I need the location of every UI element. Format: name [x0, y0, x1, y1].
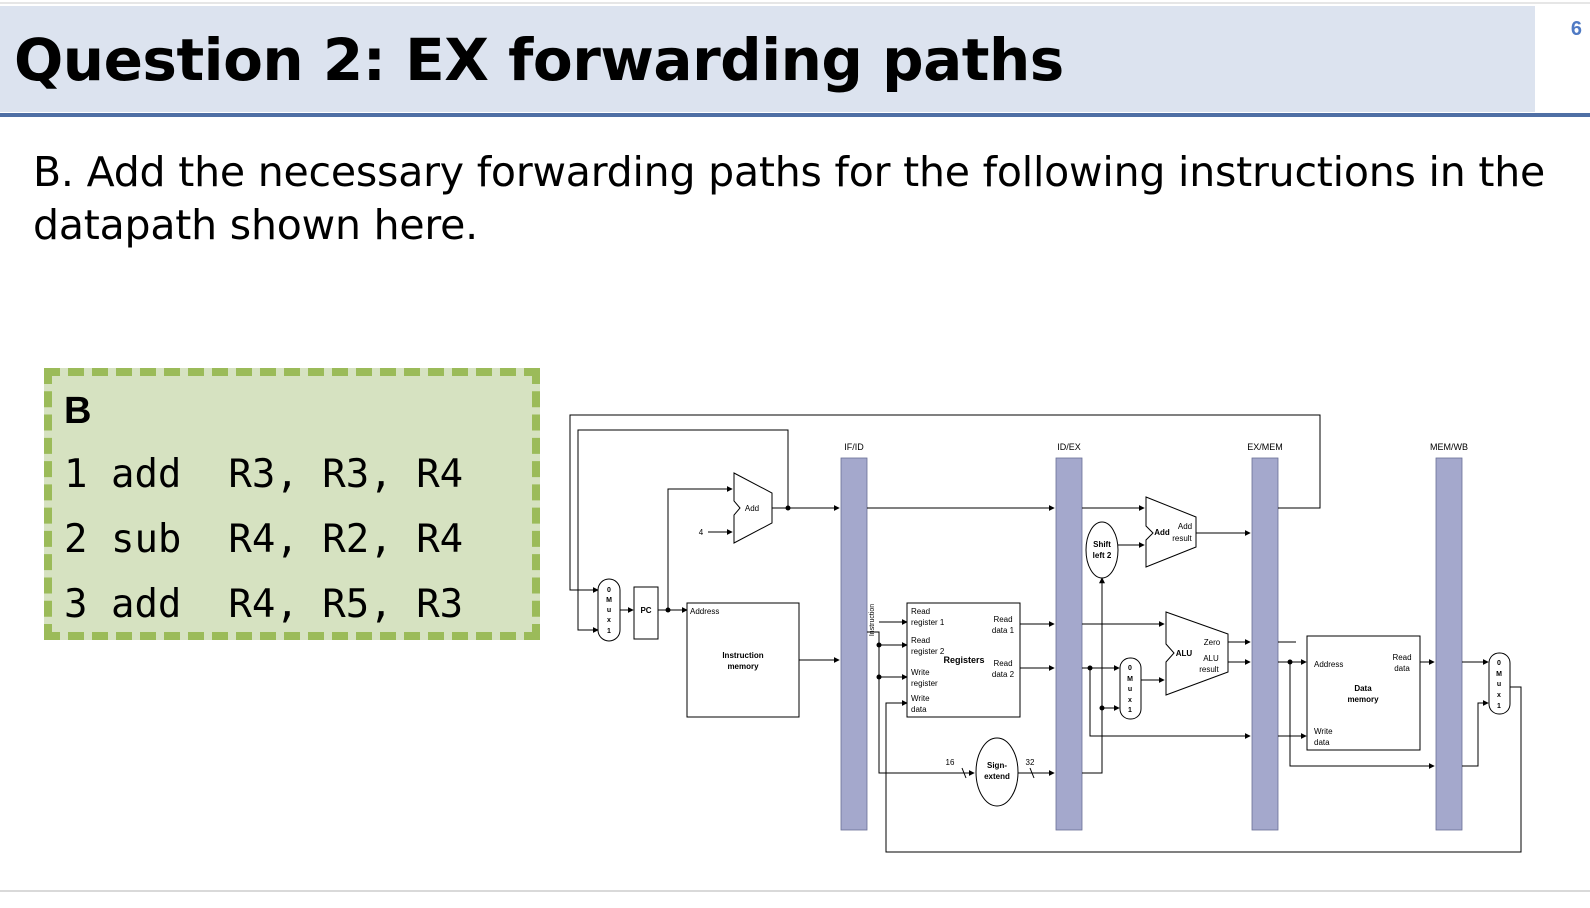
svg-text:M: M: [1127, 676, 1133, 683]
svg-text:Read: Read: [911, 636, 930, 645]
svg-text:Write: Write: [911, 668, 930, 677]
pipeline-datapath-diagram: IF/ID ID/EX EX/MEM MEM/WB: [569, 414, 1522, 853]
svg-text:result: result: [1199, 665, 1219, 674]
svg-text:memory: memory: [727, 662, 759, 671]
alu: [1165, 611, 1229, 696]
ex-mem-label: EX/MEM: [1247, 442, 1283, 452]
svg-text:0: 0: [607, 587, 611, 594]
code-header: B: [64, 390, 92, 432]
svg-text:data: data: [911, 705, 927, 714]
svg-text:ALU: ALU: [1176, 649, 1193, 658]
svg-text:u: u: [607, 607, 611, 614]
instruction-label: Instruction: [869, 604, 876, 636]
svg-text:memory: memory: [1347, 695, 1379, 704]
title-underline: [0, 113, 1590, 117]
alu-mux: [1119, 657, 1142, 720]
svg-text:Sign-: Sign-: [987, 761, 1007, 770]
mem-wb-register: [1435, 457, 1463, 831]
if-id-label: IF/ID: [844, 442, 864, 452]
svg-text:u: u: [1128, 686, 1132, 693]
pc-adder-label: Add: [745, 504, 759, 513]
branch-adder: [1145, 496, 1197, 568]
registers-title: Registers: [943, 655, 984, 665]
svg-text:register: register: [911, 679, 938, 688]
code-line-3: 3 add R4, R5, R3: [64, 582, 464, 627]
mem-wb-label: MEM/WB: [1430, 442, 1468, 452]
question-text: B. Add the necessary forwarding paths fo…: [33, 148, 1546, 249]
svg-text:1: 1: [1497, 703, 1501, 710]
ex-mem-register: [1251, 457, 1279, 831]
svg-text:Read: Read: [993, 659, 1012, 668]
svg-text:1: 1: [607, 628, 611, 635]
instruction-box: B 1 add R3, R3, R4 2 sub R4, R2, R4 3 ad…: [44, 368, 540, 640]
svg-text:Read: Read: [1392, 653, 1411, 662]
code-line-1: 1 add R3, R3, R4: [64, 452, 464, 497]
id-ex-label: ID/EX: [1057, 442, 1081, 452]
sign-extend-unit: [975, 737, 1019, 807]
top-rule: [0, 2, 1590, 4]
svg-text:Address: Address: [690, 607, 719, 616]
pc-mux: [597, 578, 621, 642]
svg-text:u: u: [1497, 681, 1501, 688]
svg-text:ALU: ALU: [1203, 654, 1219, 663]
svg-text:Address: Address: [1314, 660, 1343, 669]
svg-text:Write: Write: [911, 694, 930, 703]
slide-title: Question 2: EX forwarding paths: [14, 26, 1064, 94]
svg-text:M: M: [606, 597, 612, 604]
code-line-2: 2 sub R4, R2, R4: [64, 517, 464, 562]
instruction-memory: [686, 602, 800, 718]
svg-text:x: x: [607, 617, 611, 624]
title-bar: [0, 6, 1535, 112]
svg-text:result: result: [1172, 534, 1192, 543]
svg-text:Zero: Zero: [1204, 638, 1221, 647]
svg-text:data: data: [1394, 664, 1410, 673]
svg-text:Read: Read: [993, 615, 1012, 624]
pc-label: PC: [640, 606, 651, 615]
bits-out-label: 32: [1026, 758, 1035, 767]
id-ex-register: [1055, 457, 1083, 831]
svg-text:data 2: data 2: [992, 670, 1015, 679]
svg-text:1: 1: [1128, 707, 1132, 714]
bits-in-label: 16: [946, 758, 955, 767]
register-file: [906, 602, 1021, 718]
svg-text:data: data: [1314, 738, 1330, 747]
if-id-register: [840, 457, 868, 831]
svg-text:register 1: register 1: [911, 618, 945, 627]
page-number: 6: [1570, 18, 1582, 40]
data-memory: [1306, 635, 1421, 751]
svg-text:x: x: [1128, 697, 1132, 704]
svg-text:Instruction: Instruction: [722, 651, 763, 660]
svg-text:x: x: [1497, 692, 1501, 699]
svg-text:Data: Data: [1354, 684, 1372, 693]
svg-text:0: 0: [1128, 665, 1132, 672]
svg-text:M: M: [1496, 671, 1502, 678]
svg-text:Add: Add: [1154, 528, 1170, 537]
pc-register: [633, 586, 659, 640]
pc-adder: [733, 472, 773, 544]
shift-left-unit: [1085, 521, 1119, 579]
svg-text:data 1: data 1: [992, 626, 1015, 635]
svg-text:Shift: Shift: [1093, 540, 1111, 549]
svg-text:0: 0: [1497, 660, 1501, 667]
svg-text:Add: Add: [1178, 522, 1192, 531]
svg-text:Read: Read: [911, 607, 930, 616]
svg-text:extend: extend: [984, 772, 1010, 781]
svg-text:left 2: left 2: [1093, 551, 1112, 560]
svg-text:Write: Write: [1314, 727, 1333, 736]
bottom-rule: [0, 890, 1590, 892]
constant-four: 4: [699, 528, 704, 537]
writeback-mux: [1488, 652, 1511, 715]
svg-text:register 2: register 2: [911, 647, 945, 656]
